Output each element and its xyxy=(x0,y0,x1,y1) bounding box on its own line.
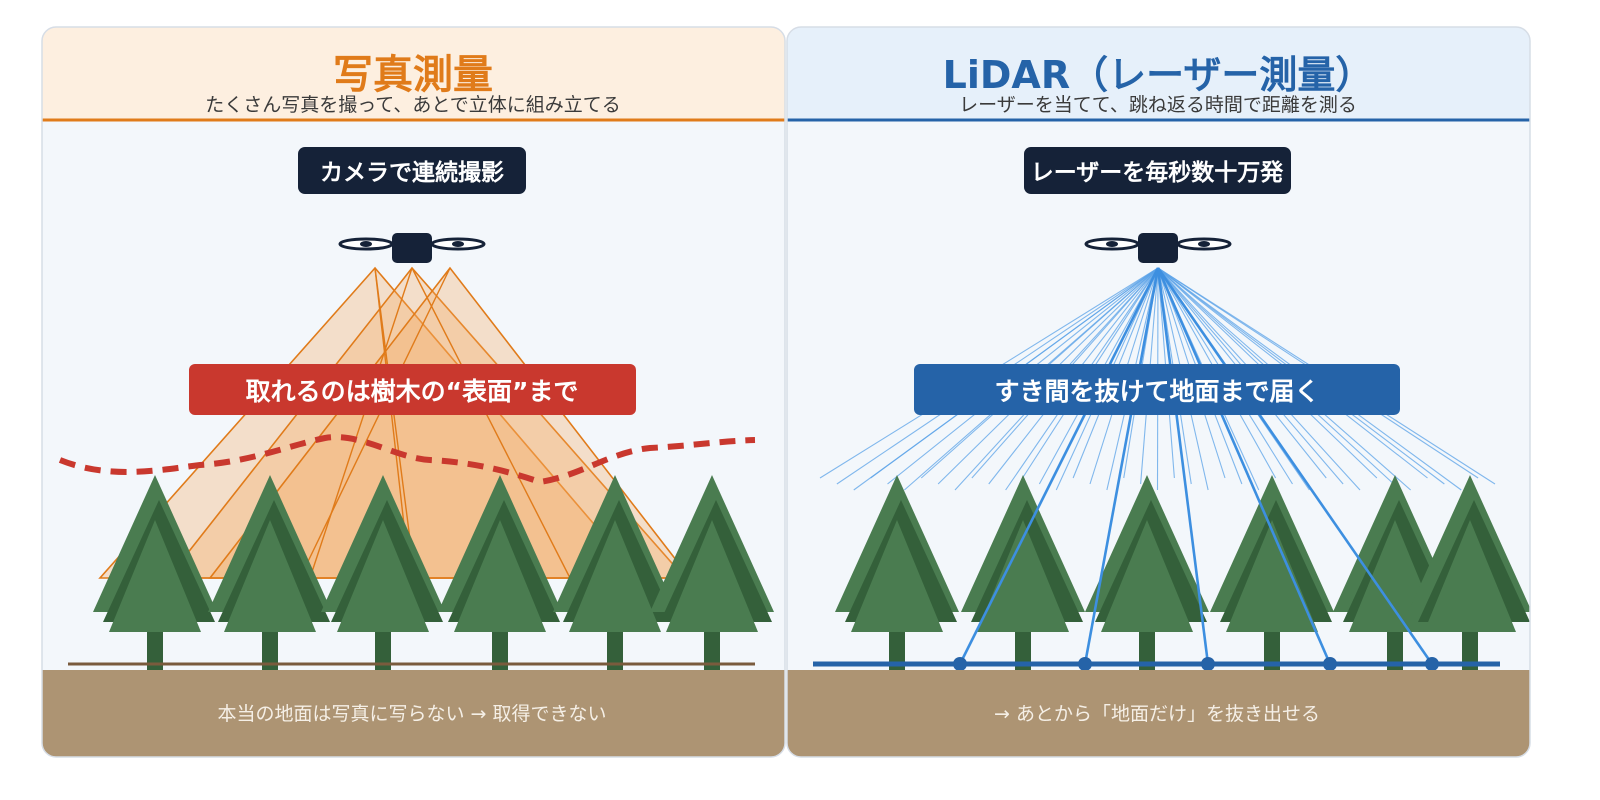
left-footer: 本当の地面は写真に写らない → 取得できない xyxy=(217,703,606,725)
right-badge: レーザーを毎秒数十万発 xyxy=(1024,147,1291,194)
tree-row xyxy=(835,475,1530,672)
left-title: 写真測量 xyxy=(333,52,493,98)
left-panel-photogrammetry: 写真測量 たくさん写真を撮って、あとで立体に組み立てる カメラで連続撮影 取れる… xyxy=(42,27,785,757)
tree-icon xyxy=(208,475,332,672)
tree-row xyxy=(93,475,774,672)
left-badge: カメラで連続撮影 xyxy=(298,147,526,194)
tree-icon xyxy=(321,475,445,672)
left-subtitle: たくさん写真を撮って、あとで立体に組み立てる xyxy=(205,94,621,116)
right-badge-label: レーザーを毎秒数十万発 xyxy=(1031,160,1285,186)
right-panel-border xyxy=(786,26,1531,758)
right-callout-label: すき間を抜けて地面まで届く xyxy=(994,377,1319,406)
surface-line xyxy=(58,434,756,486)
right-footer: → あとから「地面だけ」を抜き出せる xyxy=(994,703,1320,725)
tree-icon xyxy=(650,475,774,672)
left-callout-label: 取れるのは樹木の“表面”まで xyxy=(246,377,579,406)
drone-icon xyxy=(338,233,486,263)
left-ground xyxy=(42,670,785,757)
tree-icon xyxy=(961,475,1085,672)
left-panel-border xyxy=(41,26,786,758)
right-callout: すき間を抜けて地面まで届く xyxy=(914,364,1400,415)
tree-icon xyxy=(1408,475,1530,672)
drone-icon xyxy=(1084,233,1232,263)
left-callout: 取れるのは樹木の“表面”まで xyxy=(189,364,636,415)
tree-icon xyxy=(1210,475,1334,672)
right-header-background xyxy=(787,27,1530,121)
camera-coverage-cones xyxy=(98,266,692,579)
tree-icon xyxy=(835,475,959,672)
tree-icon xyxy=(438,475,562,672)
right-ground xyxy=(787,670,1530,757)
right-panel-lidar: LiDAR（レーザー測量） レーザーを当てて、跳ね返る時間で距離を測る レーザー… xyxy=(787,27,1530,757)
left-badge-label: カメラで連続撮影 xyxy=(320,159,504,186)
right-title: LiDAR（レーザー測量） xyxy=(943,53,1374,97)
laser-beams-ground xyxy=(953,267,1439,671)
tree-icon xyxy=(553,475,677,672)
left-header-background xyxy=(42,27,785,121)
right-subtitle: レーザーを当てて、跳ね返る時間で距離を測る xyxy=(959,94,1357,116)
tree-icon xyxy=(1085,475,1209,672)
tree-icon xyxy=(93,475,217,672)
